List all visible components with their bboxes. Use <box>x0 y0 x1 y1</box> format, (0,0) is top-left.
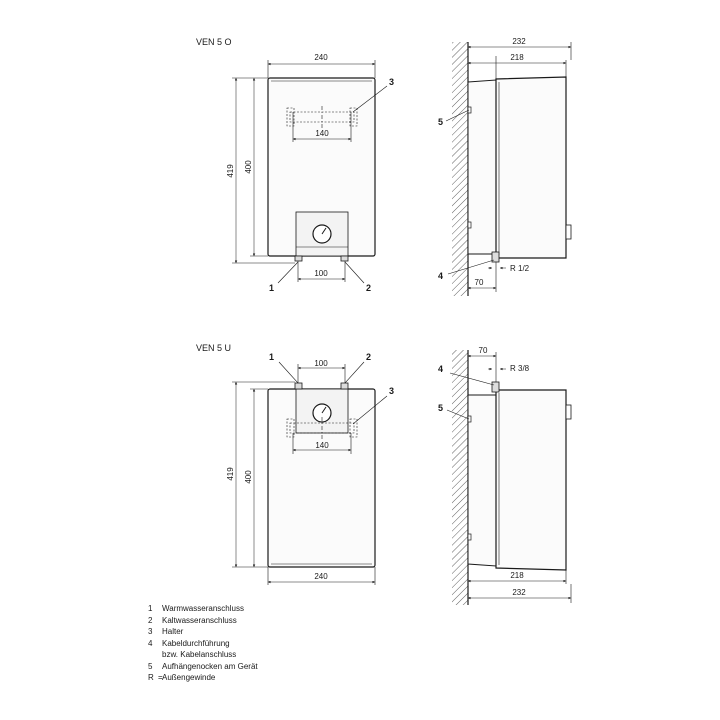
thread-label-bottom: R 3/8 <box>510 364 530 373</box>
leader-2 <box>344 361 365 384</box>
callout-1: 1 <box>269 283 274 293</box>
leader-4 <box>449 372 495 386</box>
legend-key: 3 <box>148 627 153 636</box>
bracket-left-lug <box>286 418 295 438</box>
callout-4: 4 <box>438 271 443 281</box>
pipe-connection <box>491 381 500 393</box>
legend-text: Kaltwasseranschluss <box>162 615 237 625</box>
legend-item: 3 Halter <box>148 626 368 638</box>
legend-key <box>148 649 158 661</box>
title-ven5o: VEN 5 O <box>196 37 232 47</box>
legend-key: 4 <box>148 638 153 648</box>
legend-key: 5 <box>148 661 153 671</box>
leader-3 <box>352 395 388 425</box>
dim-label-419: 419 <box>226 164 235 178</box>
connection-1 <box>294 382 303 390</box>
callout-2: 2 <box>366 283 371 293</box>
side-knob <box>565 224 572 240</box>
bracket-right-lug <box>349 107 358 127</box>
callout-2: 2 <box>366 352 371 362</box>
dim-label-100: 100 <box>314 359 328 368</box>
dim-label-232: 232 <box>512 37 526 46</box>
heater-side-body <box>495 389 567 571</box>
hanging-lug <box>467 415 472 423</box>
hanging-lug <box>467 106 472 114</box>
callout-5: 5 <box>438 117 443 127</box>
side-knob <box>565 404 572 420</box>
leader-5 <box>445 109 470 122</box>
dim-label-140: 140 <box>315 129 329 138</box>
thread-label-top: R 1/2 <box>510 264 530 273</box>
dim-label-232: 232 <box>512 588 526 597</box>
callout-4: 4 <box>438 364 443 374</box>
legend-text: Außengewinde <box>162 673 216 682</box>
wall-hatch <box>452 42 468 296</box>
bracket-right-lug <box>349 418 358 438</box>
leader-1 <box>277 261 299 284</box>
heater-side-body <box>495 76 567 259</box>
callout-3: 3 <box>389 77 394 87</box>
connection-2 <box>340 255 349 262</box>
knob-pointer <box>321 227 327 235</box>
legend-item: 2 Kaltwasseranschluss <box>148 615 368 627</box>
legend-key: 2 <box>148 615 153 625</box>
hanging-lug <box>467 533 472 541</box>
callout-1: 1 <box>269 352 274 362</box>
legend-item: bzw. Kabelanschluss <box>148 649 368 661</box>
dim-label-70: 70 <box>479 346 488 355</box>
leader-2 <box>344 261 365 284</box>
wall-hatch <box>452 350 468 605</box>
dim-label-100: 100 <box>314 269 328 278</box>
legend-sep: = <box>158 673 163 682</box>
legend-item: 1 Warmwasseranschluss <box>148 603 368 615</box>
dim-label-70: 70 <box>475 278 484 287</box>
leader-1 <box>278 361 299 384</box>
callout-3: 3 <box>389 386 394 396</box>
knob-pointer <box>321 406 327 414</box>
leader-5 <box>446 409 470 420</box>
dim-label-400: 400 <box>244 160 253 174</box>
legend-key: R <box>148 673 154 682</box>
side-view-bottom: 70 R 3/8 218 232 4 5 <box>438 346 572 605</box>
front-view-bottom: VEN 5 U 140 100 240 400 <box>196 343 394 585</box>
callout-5: 5 <box>438 403 443 413</box>
legend-text: Warmwasseranschluss <box>162 604 244 613</box>
dim-label-240: 240 <box>314 53 328 62</box>
dim-label-218: 218 <box>510 571 524 580</box>
hanging-lug <box>467 221 472 229</box>
mounting-back <box>467 79 497 255</box>
legend-item: R = Außengewinde <box>148 672 368 684</box>
dim-label-140: 140 <box>315 441 329 450</box>
legend-item: 4 Kabeldurchführung <box>148 638 368 650</box>
connection-1 <box>294 255 303 262</box>
front-view-top: VEN 5 O 140 100 240 <box>196 37 394 293</box>
mounting-back <box>467 394 497 567</box>
legend-text: Halter <box>162 627 184 636</box>
leader-4 <box>447 259 495 275</box>
leader-3 <box>352 85 388 113</box>
legend-item: 5 Aufhängenocken am Gerät <box>148 661 368 673</box>
title-ven5u: VEN 5 U <box>196 343 231 353</box>
dim-label-240: 240 <box>314 572 328 581</box>
legend-text: bzw. Kabelanschluss <box>162 650 237 659</box>
pipe-connection <box>491 251 500 263</box>
side-view-top: 232 218 70 R 1/2 5 4 <box>438 37 572 296</box>
legend-key: 1 <box>148 604 153 613</box>
connection-2 <box>340 382 349 390</box>
dim-label-400: 400 <box>244 470 253 484</box>
legend-text: Kabeldurchführung <box>162 638 230 648</box>
dim-label-419: 419 <box>226 467 235 481</box>
legend-text: Aufhängenocken am Gerät <box>162 661 258 671</box>
dim-label-218: 218 <box>510 53 524 62</box>
bracket-left-lug <box>286 107 295 127</box>
legend: 1 Warmwasseranschluss 2 Kaltwasseranschl… <box>148 603 368 684</box>
